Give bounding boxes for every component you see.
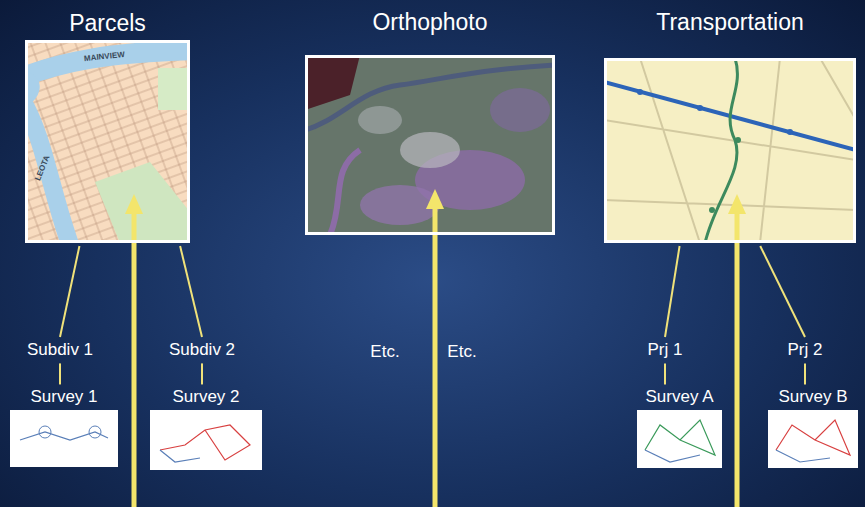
survey-box: Survey B: [768, 387, 858, 468]
subset-node: Subdiv 2: [169, 340, 235, 360]
hierarchy-connector: [60, 246, 79, 337]
subset-label: Subdiv 2: [169, 340, 235, 360]
subset-node: Prj 2: [788, 340, 823, 360]
hierarchy-connector: [664, 363, 666, 384]
image-frame: [150, 410, 262, 470]
survey-box: Survey 2: [150, 387, 262, 470]
orthophoto-box: Orthophoto: [305, 9, 555, 235]
node-heading: Survey B: [768, 387, 858, 407]
image-frame: [604, 58, 856, 243]
image-frame: [25, 40, 190, 243]
hierarchy-connector: [804, 363, 806, 384]
subset-label: Prj 2: [788, 340, 823, 360]
node-heading: Survey 2: [150, 387, 262, 407]
node-heading: Transportation: [604, 9, 856, 35]
survey-box: Survey A: [637, 387, 722, 468]
transportation-map-box: Transportation: [604, 9, 856, 243]
subset-node: Prj 1: [648, 340, 683, 360]
image-frame: [10, 410, 118, 467]
orthophoto-image: [305, 55, 555, 235]
subset-label: Subdiv 1: [27, 340, 93, 360]
transport-map: [604, 58, 856, 243]
hierarchy-connector: [59, 363, 61, 384]
etc-label: Etc.: [447, 343, 476, 362]
hierarchy-connector: [201, 363, 203, 384]
node-heading: Orthophoto: [305, 9, 555, 35]
image-frame: [305, 55, 555, 235]
etc-label: Etc.: [370, 343, 399, 362]
image-frame: [768, 410, 858, 468]
subset-node: Subdiv 1: [27, 340, 93, 360]
subset-label: Prj 1: [648, 340, 683, 360]
upward-arrows: [125, 189, 746, 507]
parcels-map-box: Parcels: [25, 10, 190, 243]
hierarchy-connector: [760, 246, 805, 337]
hierarchy-connector: [665, 246, 680, 337]
node-heading: Survey A: [637, 387, 722, 407]
survey-box: Survey 1: [10, 387, 118, 467]
node-heading: Parcels: [25, 10, 190, 36]
parcel-map: [25, 40, 190, 243]
node-heading: Survey 1: [10, 387, 118, 407]
hierarchy-connector: [180, 246, 202, 337]
image-frame: [637, 410, 722, 468]
